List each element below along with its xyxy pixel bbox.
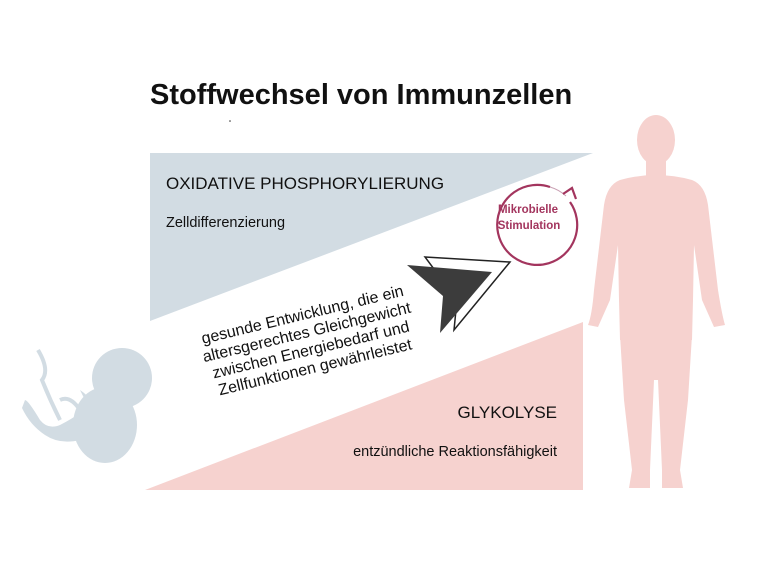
stimulation-line1: Mikrobielle xyxy=(498,204,558,216)
stimulation-cycle: Mikrobielle Stimulation xyxy=(496,183,579,266)
stimulation-line2: Stimulation xyxy=(498,220,561,232)
glycolysis-triangle xyxy=(145,322,583,490)
human-figure-icon xyxy=(588,115,725,488)
glycolysis-heading: GLYKOLYSE xyxy=(457,403,557,422)
oxphos-triangle xyxy=(150,153,593,321)
balance-text: gesunde Entwicklung, die ein altersgerec… xyxy=(200,283,414,399)
oxphos-sub: Zelldifferenzierung xyxy=(166,215,285,231)
fetus-icon xyxy=(22,348,152,463)
direction-arrow-icon xyxy=(407,256,512,333)
cycle-arrow-icon xyxy=(496,183,579,266)
glycolysis-sub: entzündliche Reaktionsfähigkeit xyxy=(353,444,557,460)
page-title: Stoffwechsel von Immunzellen xyxy=(150,79,572,111)
oxphos-heading: OXIDATIVE PHOSPHORYLIERUNG xyxy=(166,174,444,193)
